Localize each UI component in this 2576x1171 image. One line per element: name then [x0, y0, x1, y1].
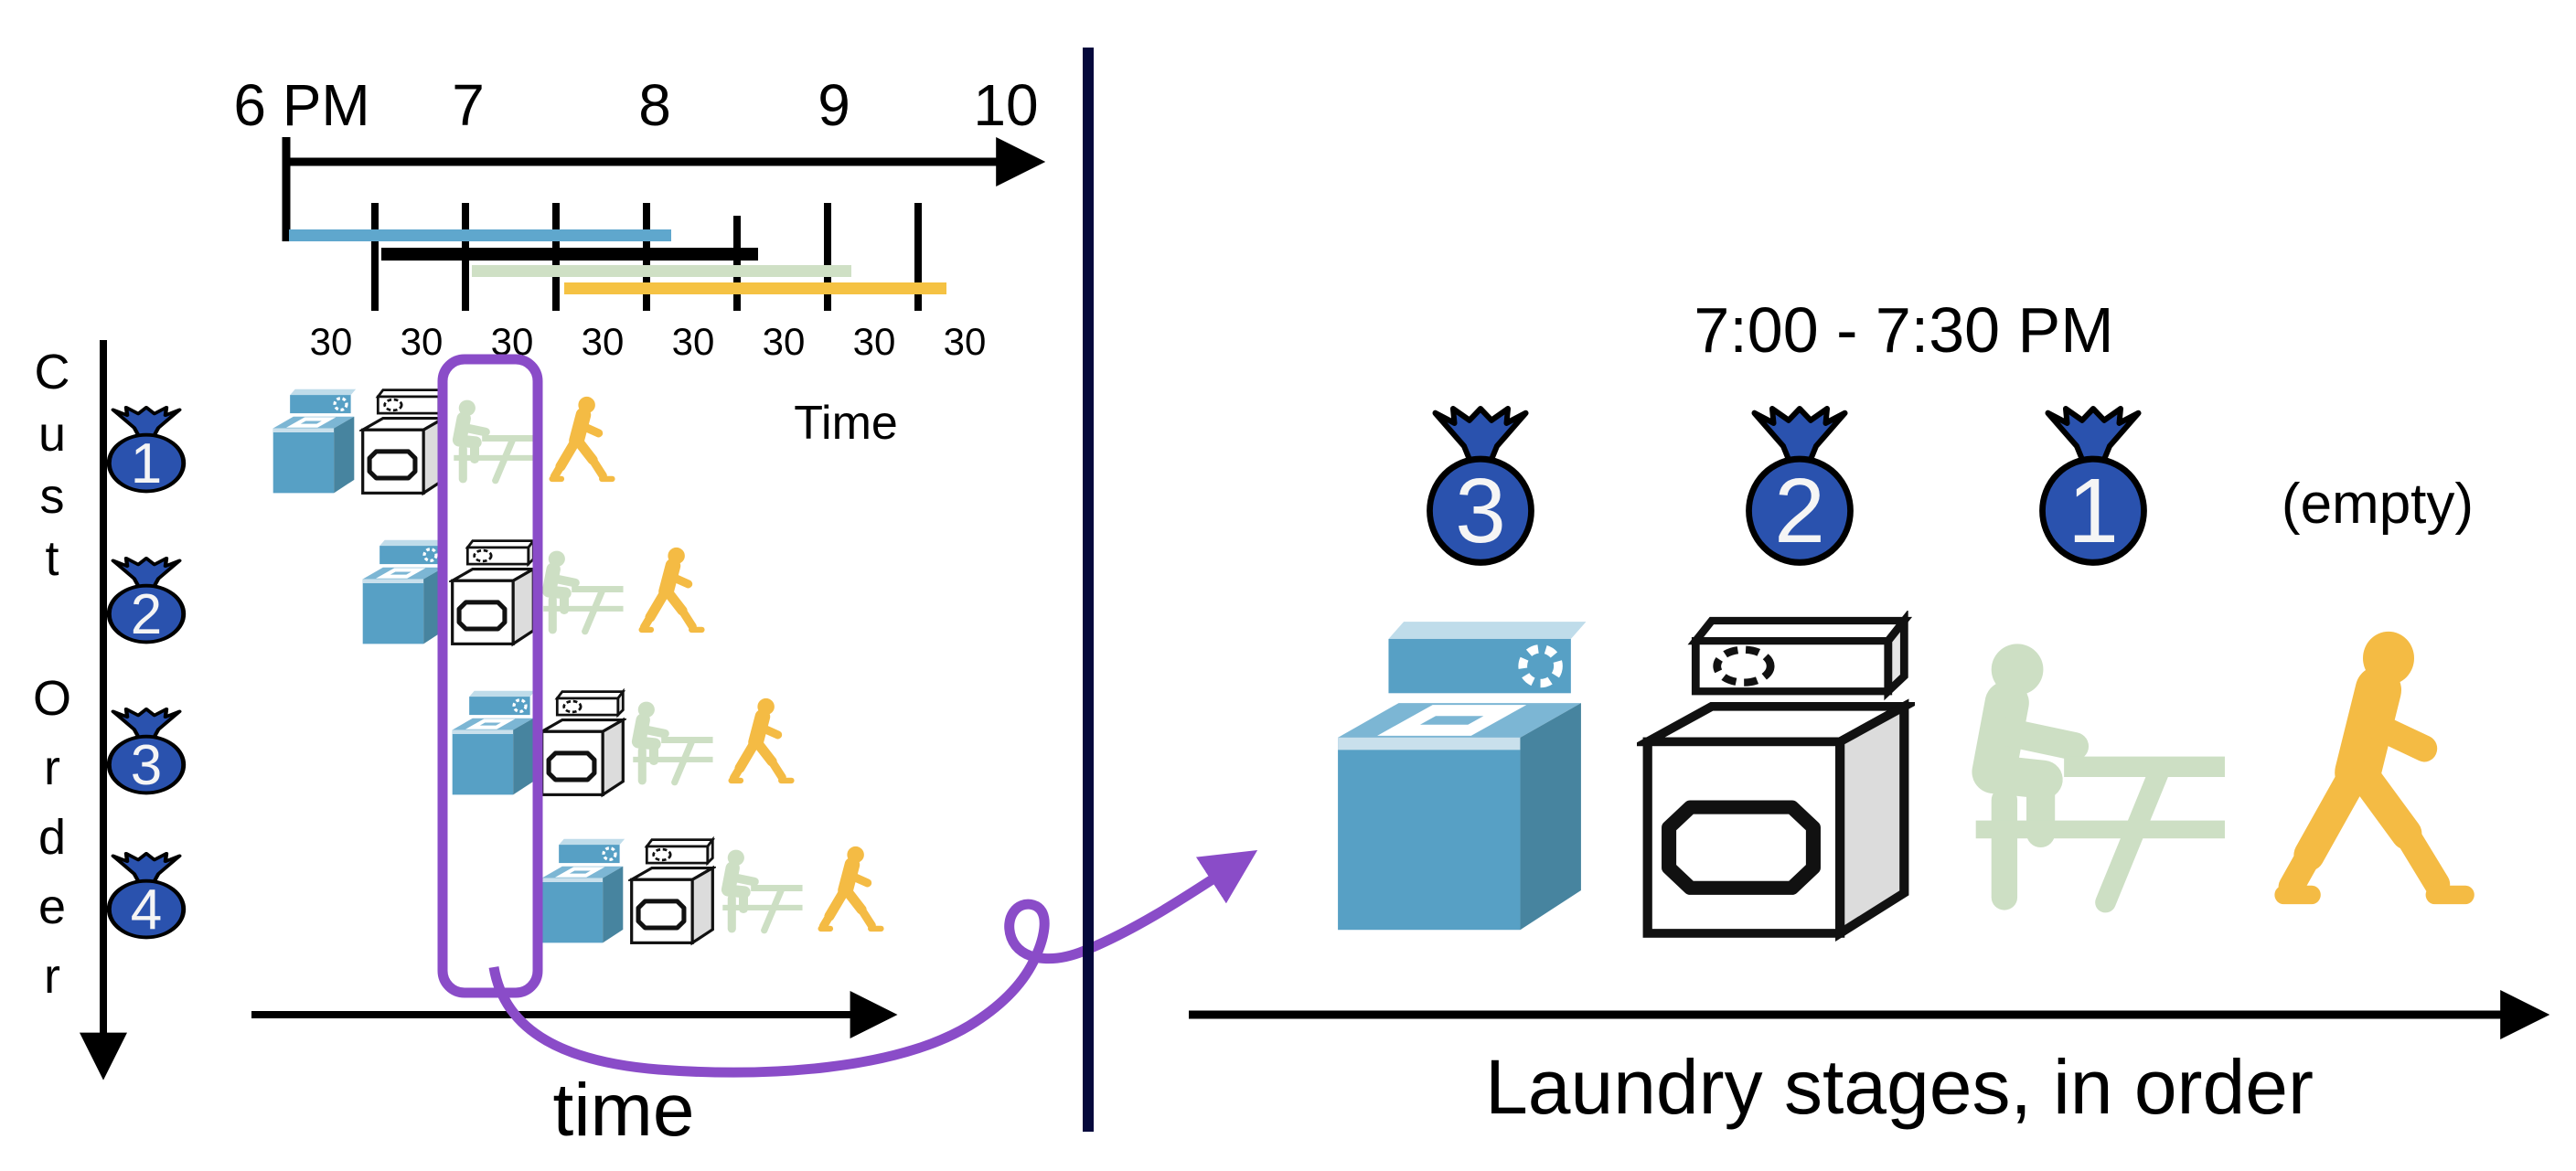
- hour-label-8: 8: [638, 72, 671, 138]
- panel-divider: [1083, 48, 1094, 1132]
- washer-icon: [542, 839, 625, 943]
- customer2-bar: [381, 248, 758, 261]
- hour-label-10: 10: [973, 72, 1038, 138]
- station-bags: 3 2 1 (empty): [1430, 409, 2474, 562]
- customer-duration-bars: [289, 229, 946, 294]
- bag-number: 2: [1774, 460, 1825, 562]
- folding-person-icon: [1976, 644, 2225, 902]
- washer-icon: [453, 691, 535, 795]
- bag-number: 2: [131, 583, 162, 646]
- dryer-icon: [363, 390, 444, 494]
- pipelined-schedule-panel: 6 PM 7 8 9 10 30 30: [33, 72, 1258, 1152]
- cust-letter: r: [44, 740, 60, 795]
- customer1-bar: [289, 229, 671, 241]
- walking-person-icon: [821, 846, 882, 929]
- folding-person-icon: [543, 551, 623, 632]
- hour-label-6pm: 6 PM: [233, 72, 369, 138]
- customer4-bar: [564, 282, 946, 294]
- cust-letter: d: [38, 810, 66, 865]
- dryer-icon: [1648, 621, 1905, 933]
- timeline-axis-title: Time: [794, 397, 898, 450]
- customer4-stage-row: [542, 839, 882, 943]
- washer-icon: [1338, 622, 1586, 930]
- dryer-icon: [453, 541, 534, 644]
- bag-number: 4: [131, 878, 162, 942]
- washer-icon: [273, 389, 356, 494]
- dryer-icon: [542, 692, 624, 795]
- slot-detail-callout-arrow: [488, 849, 1258, 1078]
- customer-bags-left: 1 2 3 4: [109, 408, 183, 942]
- cust-letter: C: [35, 345, 70, 399]
- interval-label-7: 30: [853, 320, 896, 363]
- interval-label-5: 30: [672, 320, 715, 363]
- slot-detail-panel: 7:00 - 7:30 PM 3 2 1 (empty) Laundry sta…: [1189, 294, 2550, 1130]
- cust-letter: O: [33, 671, 71, 726]
- interval-labels: 30 30 30 30 30 30 30 30: [310, 320, 987, 363]
- dryer-icon: [632, 840, 713, 943]
- cust-letter: s: [40, 469, 65, 524]
- hour-label-9: 9: [818, 72, 850, 138]
- interval-label-6: 30: [763, 320, 806, 363]
- folding-person-icon: [722, 850, 802, 931]
- interval-label-4: 30: [582, 320, 625, 363]
- customer3-stage-row: [453, 691, 792, 795]
- station-icons: [1338, 621, 2465, 933]
- cust-letter: u: [38, 407, 66, 462]
- cust-letter: e: [38, 879, 66, 934]
- interval-label-1: 30: [310, 320, 353, 363]
- walking-person-icon: [642, 548, 702, 630]
- customer-order-axis: C u s t O r d e r: [33, 340, 127, 1081]
- interval-label-2: 30: [401, 320, 444, 363]
- empty-stage-label: (empty): [2282, 473, 2474, 536]
- washer-icon: [363, 540, 445, 644]
- highlighted-time-slot-box: [437, 354, 543, 998]
- cust-letter: t: [45, 531, 59, 586]
- folding-person-icon: [454, 400, 533, 481]
- slot-detail-title: 7:00 - 7:30 PM: [1694, 294, 2113, 366]
- cust-letter: r: [44, 949, 60, 1004]
- folding-person-icon: [633, 702, 712, 782]
- timeline-hour-labels: 6 PM 7 8 9 10: [233, 72, 1038, 138]
- bottom-time-axis-label: time: [553, 1069, 695, 1152]
- bag-number: 3: [1455, 460, 1506, 562]
- interval-label-8: 30: [944, 320, 987, 363]
- bag-number: 1: [131, 432, 162, 495]
- stages-axis-label: Laundry stages, in order: [1485, 1044, 2314, 1130]
- customer2-stage-row: [363, 540, 702, 644]
- walking-person-icon: [552, 397, 613, 479]
- customer3-bar: [472, 265, 851, 277]
- bag-number: 3: [131, 734, 162, 797]
- bag-number: 1: [2068, 460, 2119, 562]
- walking-person-icon: [2283, 632, 2465, 895]
- walking-person-icon: [732, 698, 792, 781]
- hour-label-7: 7: [452, 72, 485, 138]
